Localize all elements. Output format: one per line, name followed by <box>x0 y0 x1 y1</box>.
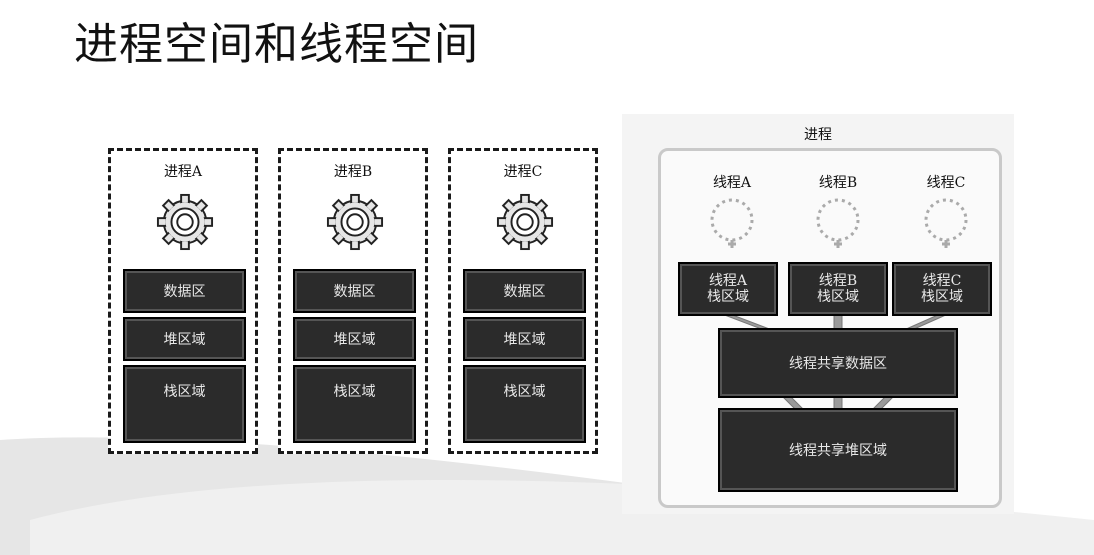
thread-stack-line2: 栈区域 <box>707 289 749 305</box>
page-title: 进程空间和线程空间 <box>74 19 479 70</box>
stack-segment: 栈区域 <box>463 365 586 443</box>
data-segment: 数据区 <box>293 269 416 313</box>
thread-space-diagram: 进程 线程A 线程B 线程C 线程A 栈区域 线程B 栈区域 线程C 栈区域 <box>622 114 1014 514</box>
thread-stack-segment: 线程A 栈区域 <box>678 262 778 316</box>
data-segment: 数据区 <box>123 269 246 313</box>
gear-icon <box>326 193 384 251</box>
process-column-c: 进程C 数据区 堆区域 栈区域 <box>448 148 598 454</box>
data-segment: 数据区 <box>463 269 586 313</box>
thread-label: 线程C <box>926 175 966 191</box>
process-label: 进程B <box>333 164 373 180</box>
thread-label: 线程B <box>818 175 858 191</box>
thread-stack-line1: 线程A <box>708 273 748 289</box>
process-column-a: 进程A 数据区 堆区域 栈区域 <box>108 148 258 454</box>
thread-stack-line2: 栈区域 <box>921 289 963 305</box>
heap-segment: 堆区域 <box>463 317 586 361</box>
process-column-b: 进程B 数据区 堆区域 栈区域 <box>278 148 428 454</box>
thread-stack-line2: 栈区域 <box>817 289 859 305</box>
stack-segment: 栈区域 <box>123 365 246 443</box>
thread-icon <box>816 198 860 248</box>
thread-stack-segment: 线程C 栈区域 <box>892 262 992 316</box>
heap-segment: 堆区域 <box>293 317 416 361</box>
heap-segment: 堆区域 <box>123 317 246 361</box>
process-label: 进程A <box>163 164 203 180</box>
thread-stack-segment: 线程B 栈区域 <box>788 262 888 316</box>
process-label: 进程C <box>503 164 543 180</box>
shared-data-segment: 线程共享数据区 <box>718 328 958 398</box>
process-label: 进程 <box>804 127 832 143</box>
gear-icon <box>496 193 554 251</box>
thread-stack-line1: 线程B <box>818 273 858 289</box>
thread-icon <box>924 198 968 248</box>
thread-stack-line1: 线程C <box>922 273 962 289</box>
thread-icon <box>710 198 754 248</box>
thread-label: 线程A <box>712 175 752 191</box>
stack-segment: 栈区域 <box>293 365 416 443</box>
gear-icon <box>156 193 214 251</box>
shared-heap-segment: 线程共享堆区域 <box>718 408 958 492</box>
